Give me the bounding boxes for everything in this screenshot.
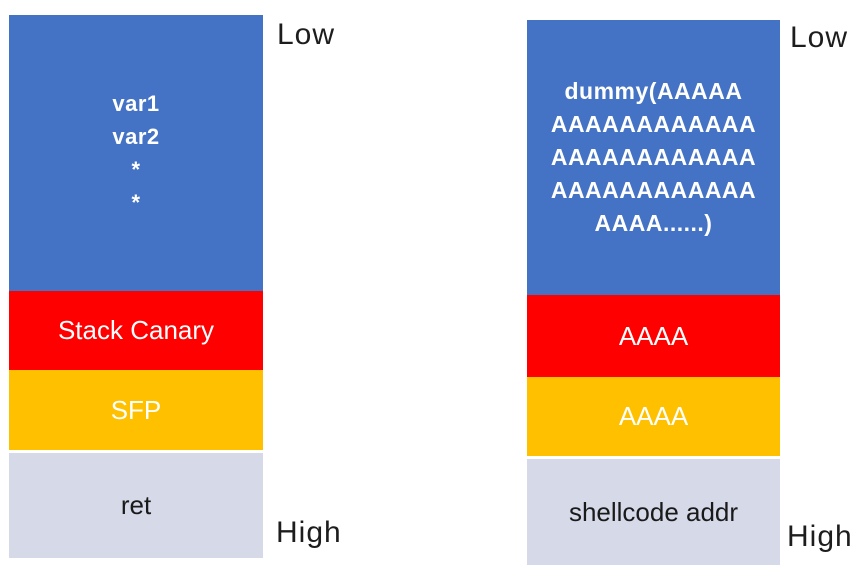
ret-segment: ret [9, 453, 263, 558]
high-address-label: High [276, 516, 342, 549]
buffer-text-line: AAAAAAAAAAAA [550, 111, 757, 137]
buffer-text-line: dummy(AAAAA [564, 78, 743, 104]
sfp-segment: SFP [9, 370, 263, 450]
stack-canary-overwritten-label: AAAA [618, 320, 689, 351]
sfp-label: SFP [110, 394, 162, 425]
buffer-text-line: * [131, 190, 141, 215]
buffer-text-line: * [131, 157, 141, 182]
ret-label: ret [120, 490, 152, 520]
memory-stack-overflowed: dummy(AAAAA AAAAAAAAAAAA AAAAAAAAAAAA AA… [527, 20, 780, 565]
memory-stack-normal: var1 var2 * * Stack Canary SFP ret [9, 15, 263, 558]
stack-canary-label: Stack Canary [57, 315, 215, 345]
buffer-text-line: AAAAAAAAAAAA [550, 144, 757, 170]
buffer-text-line: AAAAAAAAAAAA [550, 177, 757, 203]
buffer-text-line: var1 [112, 91, 160, 116]
low-address-label: Low [790, 21, 849, 54]
low-address-label: Low [277, 18, 336, 51]
sfp-segment: AAAA [527, 377, 780, 456]
stack-canary-segment: Stack Canary [9, 291, 263, 370]
buffer-segment: var1 var2 * * [9, 15, 263, 291]
buffer-text-line: AAAA......) [594, 210, 713, 236]
high-address-label: High [787, 520, 853, 553]
buffer-text-line: var2 [112, 124, 160, 149]
buffer-segment: dummy(AAAAA AAAAAAAAAAAA AAAAAAAAAAAA AA… [527, 20, 780, 295]
ret-overwritten-label: shellcode addr [568, 496, 739, 527]
stack-canary-segment: AAAA [527, 295, 780, 377]
ret-segment: shellcode addr [527, 459, 780, 565]
sfp-overwritten-label: AAAA [618, 401, 689, 431]
